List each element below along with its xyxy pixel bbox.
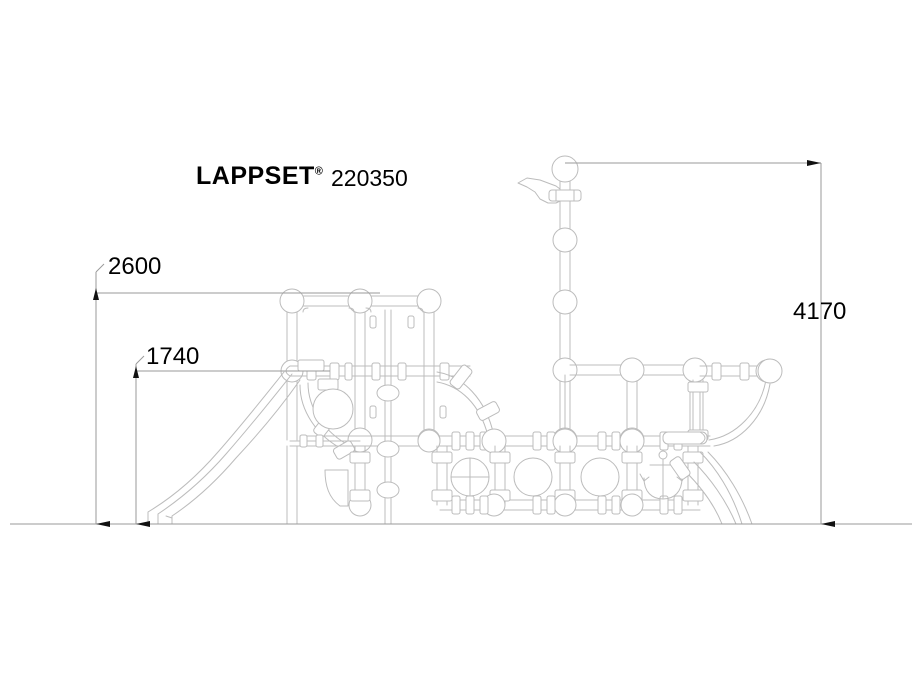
dimension-label-1740: 1740 <box>146 343 200 370</box>
dimension-label-4170: 4170 <box>793 298 847 325</box>
brand-logo: LAPPSET® <box>196 164 323 189</box>
dimension-2600 <box>95 263 380 527</box>
playground-structure <box>147 155 783 525</box>
ships-wheel-porthole <box>450 457 490 497</box>
center-pole-with-balls <box>376 309 400 525</box>
curved-slide-left <box>147 371 301 525</box>
porthole-plain-center <box>513 457 553 497</box>
registered-trademark-icon: ® <box>314 165 324 178</box>
connector-details <box>299 315 447 448</box>
brand-name: LAPPSET <box>196 162 315 190</box>
hull-lower-section <box>431 445 704 517</box>
climbing-arch-center <box>436 364 500 437</box>
left-hull-panel <box>286 440 372 525</box>
mast-assembly <box>517 155 582 453</box>
dimension-1740 <box>135 355 330 527</box>
dimension-label-2600: 2600 <box>108 253 162 280</box>
dimension-4170 <box>565 160 835 527</box>
mid-platform-rail <box>285 359 471 391</box>
left-curved-brace <box>299 382 356 507</box>
porthole-plain-right <box>580 457 620 497</box>
model-code: 220350 <box>331 165 408 191</box>
dimension-lines <box>93 160 835 527</box>
